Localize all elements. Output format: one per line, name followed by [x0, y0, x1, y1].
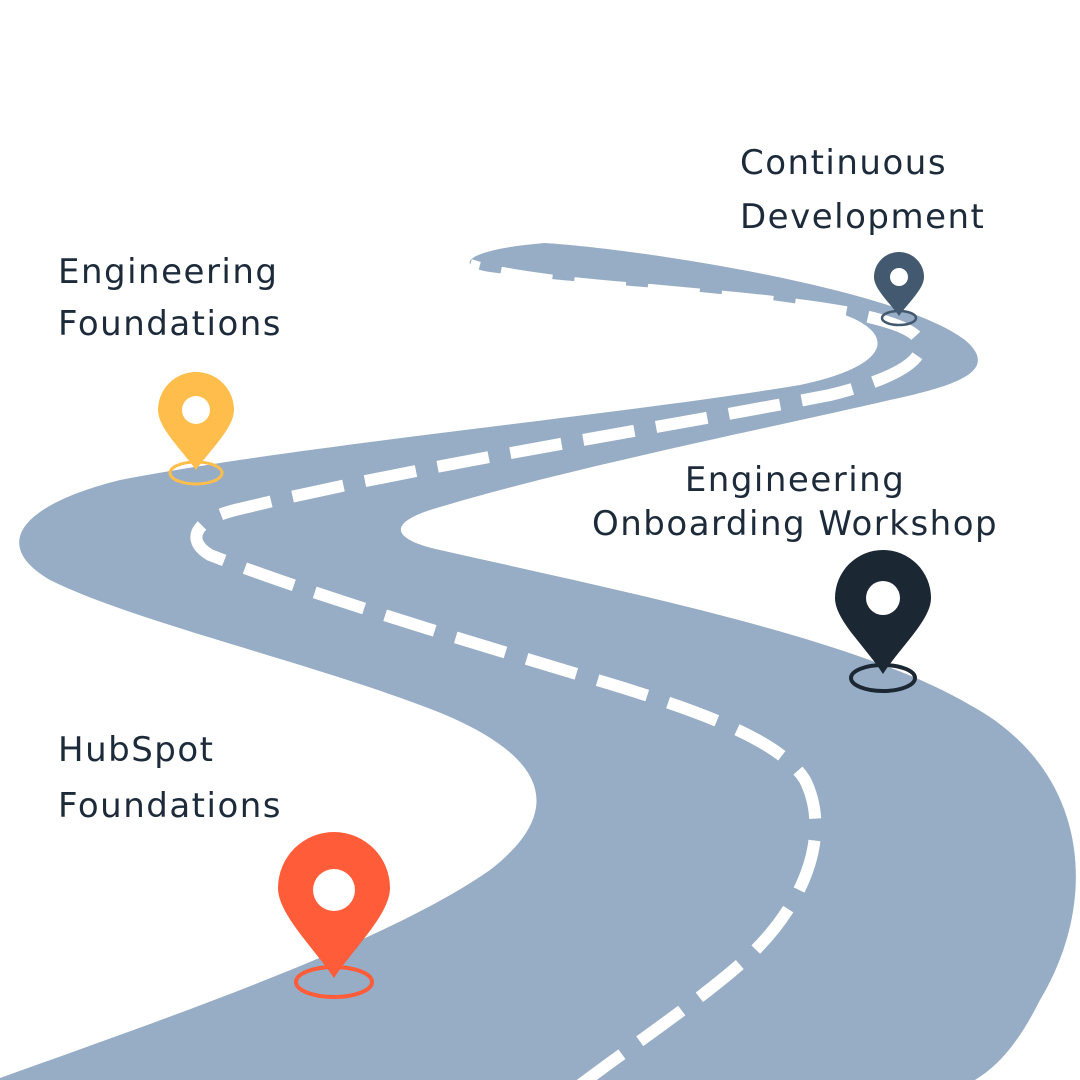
pin-hole: [313, 869, 355, 911]
label-line: Engineering: [684, 460, 906, 500]
label-line: HubSpot: [58, 730, 215, 770]
hubspot-foundations-label: HubSpot Foundations: [58, 722, 282, 834]
label-line: Continuous: [740, 143, 948, 183]
label-line: Onboarding Workshop: [592, 504, 999, 544]
label-line: Development: [740, 197, 986, 237]
onboarding-workshop-label: Engineering Onboarding Workshop: [592, 458, 998, 546]
onboarding-workshop-pin-icon: [835, 550, 931, 693]
pin-hole: [866, 581, 900, 615]
pin-hole: [182, 396, 210, 424]
hubspot-foundations-pin-icon: [278, 832, 390, 999]
continuous-development-label: Continuous Development: [740, 136, 985, 244]
lane-marking: [190, 259, 927, 1080]
pin-hole: [890, 268, 908, 286]
engineering-foundations-label: Engineering Foundations: [58, 246, 282, 350]
label-line: Foundations: [58, 304, 283, 344]
engineering-foundations-pin-icon: [158, 372, 234, 486]
label-line: Foundations: [58, 786, 283, 826]
continuous-development-pin-icon: [874, 252, 924, 327]
label-line: Engineering: [58, 252, 279, 292]
